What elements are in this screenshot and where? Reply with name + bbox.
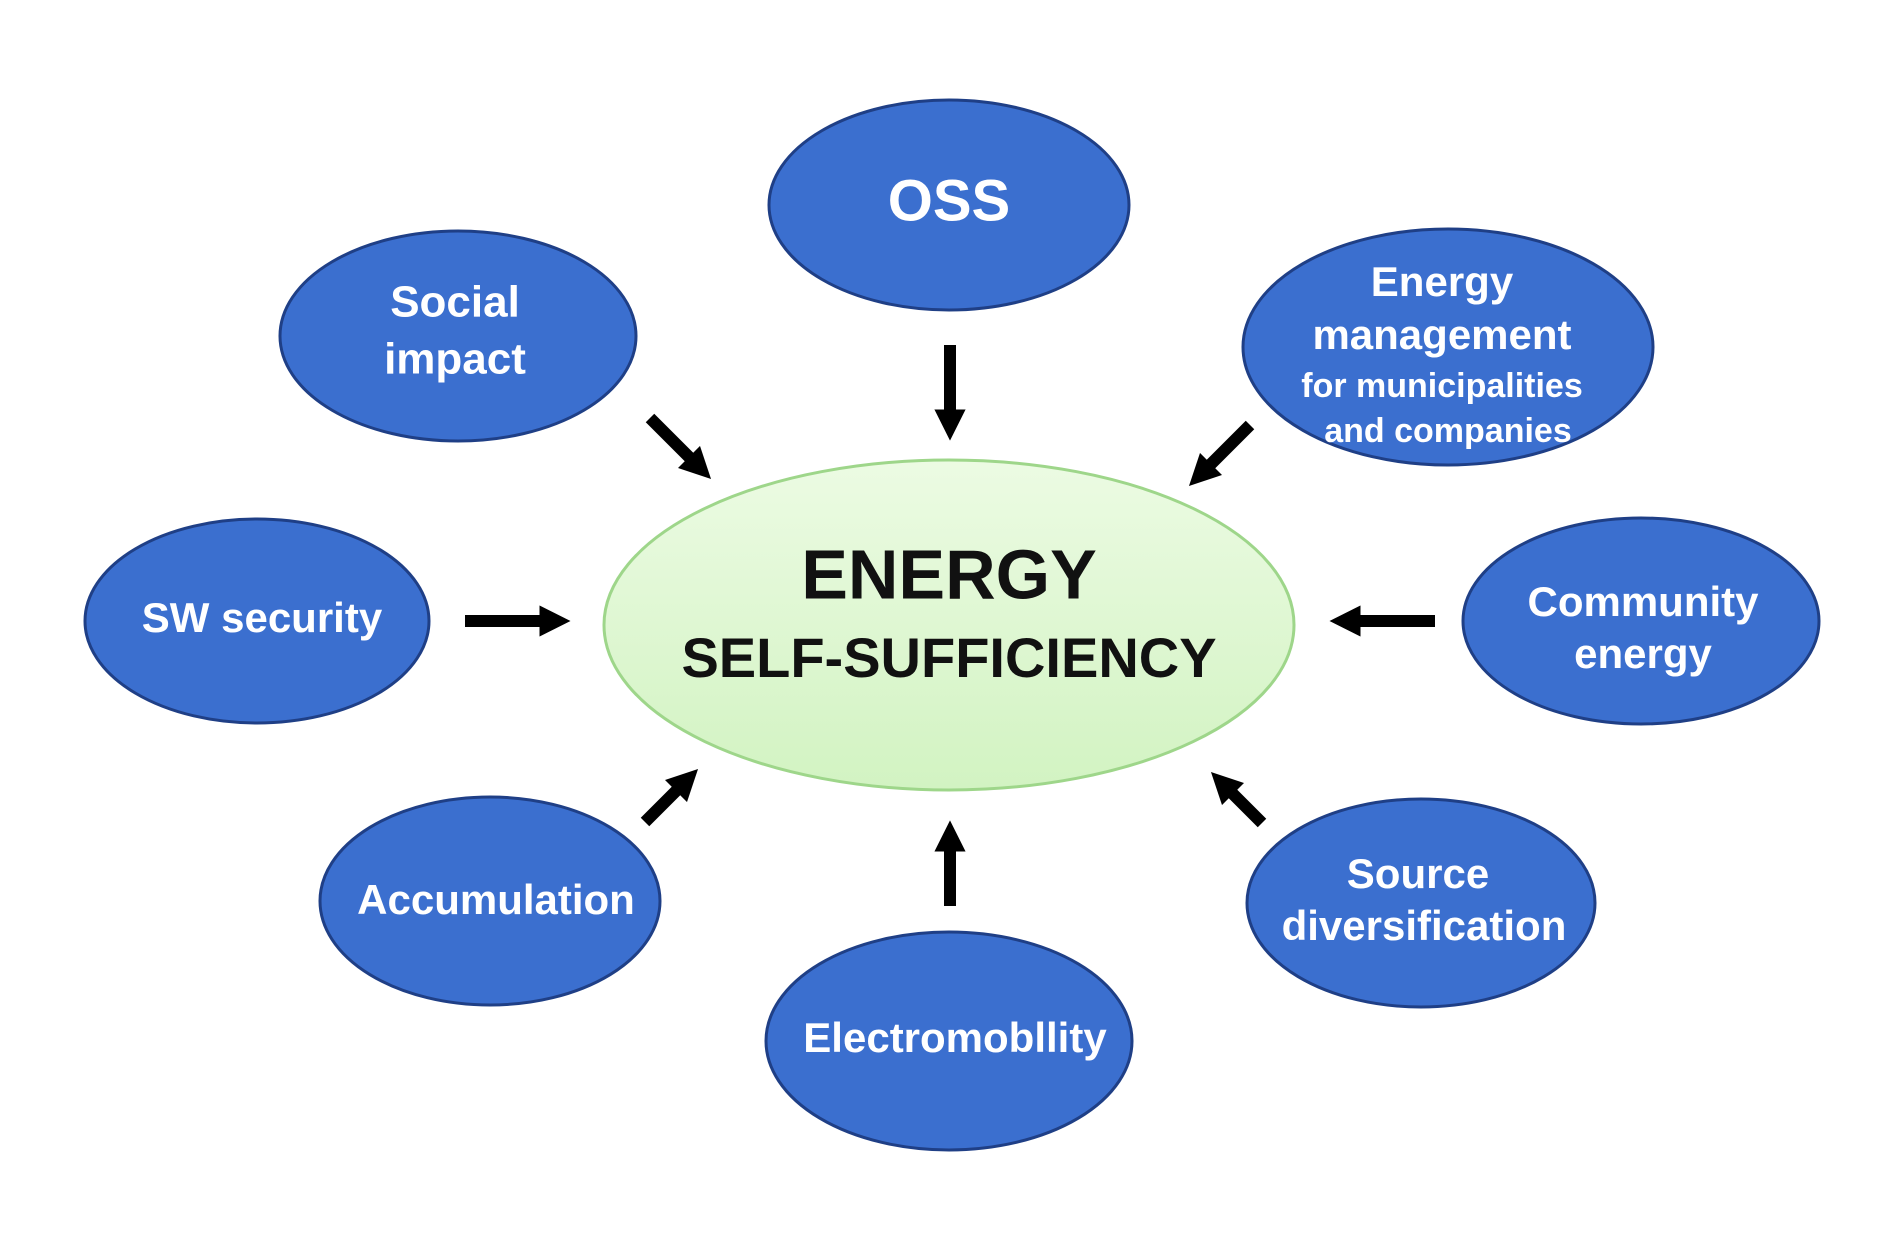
node-accumulation: Accumulation	[318, 795, 662, 1007]
arrow-energy-management	[1188, 420, 1255, 487]
node-community-energy-line2: energy	[1574, 630, 1712, 677]
node-social-impact-line2: impact	[384, 335, 526, 384]
node-energy-management: Energy management for municipalities and…	[1241, 227, 1655, 467]
node-social-impact: Social impact	[278, 229, 638, 443]
node-electromobility-label: Electromobllity	[803, 1014, 1107, 1061]
node-energy-management-ellipse	[1241, 227, 1655, 467]
node-community-energy: Community energy	[1461, 516, 1821, 726]
arrow-social-impact	[645, 413, 712, 480]
node-community-energy-ellipse	[1461, 516, 1821, 726]
node-accumulation-ellipse	[318, 795, 662, 1007]
node-sw-security-ellipse	[83, 517, 431, 725]
node-accumulation-label: Accumulation	[357, 876, 635, 923]
node-oss-ellipse	[767, 98, 1131, 312]
node-source-diversification-line2: diversification	[1282, 902, 1567, 949]
center-title-line2: SELF-SUFFICIENCY	[681, 626, 1216, 689]
node-social-impact-ellipse	[278, 229, 638, 443]
node-energy-management-line3: for municipalities	[1301, 367, 1583, 405]
center-node: ENERGY SELF-SUFFICIENCY	[602, 458, 1296, 792]
arrow-accumulation	[640, 768, 699, 827]
node-electromobility-ellipse	[764, 930, 1134, 1152]
arrows	[465, 345, 1435, 906]
node-oss-label: OSS	[888, 168, 1011, 233]
node-social-impact-line1: Social	[390, 278, 520, 327]
node-sw-security-label: SW security	[142, 594, 383, 641]
node-source-diversification: Source diversification	[1245, 797, 1597, 1009]
node-energy-management-line4: and companies	[1324, 412, 1572, 450]
arrow-source-diversification	[1210, 771, 1267, 828]
center-ellipse	[602, 458, 1296, 792]
node-oss: OSS	[767, 98, 1131, 312]
node-sw-security: SW security	[83, 517, 431, 725]
node-energy-management-line1: Energy	[1371, 258, 1514, 305]
node-electromobility: Electromobllity	[764, 930, 1134, 1152]
node-community-energy-line1: Community	[1528, 578, 1760, 625]
center-title-line1: ENERGY	[801, 535, 1097, 613]
node-energy-management-line2: management	[1312, 311, 1571, 358]
node-source-diversification-ellipse	[1245, 797, 1597, 1009]
node-source-diversification-line1: Source	[1347, 850, 1489, 897]
